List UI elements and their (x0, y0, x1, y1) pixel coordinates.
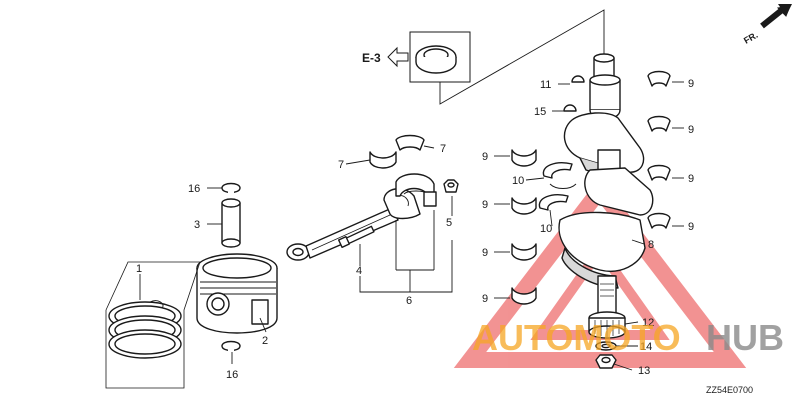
nut-13 (595, 354, 617, 369)
label-part-9-l1: 9 (482, 151, 488, 163)
rod-bearing-shell-7-upper (395, 134, 425, 151)
piston (196, 253, 278, 334)
rod-nut (443, 179, 459, 193)
thrust-washer-10-upper (542, 162, 577, 189)
label-part-10-upper: 10 (512, 175, 524, 187)
piston-pin (221, 198, 241, 248)
watermark-brand-primary: AUTOMOTO (472, 317, 681, 358)
bearing-shell-9-left-4 (511, 287, 537, 305)
label-part-9-l4: 9 (482, 293, 488, 305)
label-part-7-right: 7 (440, 143, 446, 155)
label-part-9-r1: 9 (688, 78, 694, 90)
front-label: FR. (742, 30, 760, 46)
label-part-9-l2: 9 (482, 199, 488, 211)
thrust-washer-10-lower (538, 194, 569, 211)
label-part-14: 14 (640, 341, 652, 353)
label-part-4: 4 (356, 265, 362, 277)
label-part-12: 12 (642, 317, 654, 329)
bearing-shell-9-right-1 (647, 70, 671, 87)
washer-14 (595, 341, 617, 351)
circlip-16-upper (221, 182, 241, 195)
drawing-code: ZZ54E0700 (706, 385, 753, 395)
label-part-3: 3 (194, 219, 200, 231)
label-part-9-r3: 9 (688, 173, 694, 185)
front-arrow-icon (760, 4, 792, 29)
label-part-8: 8 (648, 239, 654, 251)
label-part-10-lower: 10 (540, 223, 552, 235)
bearing-shell-9-right-4 (647, 212, 671, 229)
bearing-shell-9-left-3 (511, 243, 537, 261)
label-part-6: 6 (406, 295, 412, 307)
rod-bearing-shell-7-lower (369, 151, 397, 169)
label-part-9-l3: 9 (482, 247, 488, 259)
label-part-7-left: 7 (338, 159, 344, 171)
label-part-9-r2: 9 (688, 124, 694, 136)
connecting-rod (286, 188, 421, 261)
label-part-13: 13 (638, 365, 650, 377)
woodruff-key-15 (563, 104, 577, 112)
circlip-16-lower (221, 340, 241, 353)
woodruff-key-11 (571, 75, 585, 83)
bearing-shell-9-left-1 (511, 149, 537, 167)
oil-seal-box (409, 31, 471, 83)
label-part-1: 1 (136, 263, 142, 275)
label-part-9-r4: 9 (688, 221, 694, 233)
reference-arrow-icon (387, 46, 409, 68)
bearing-shell-9-right-3 (647, 164, 671, 181)
label-part-5: 5 (446, 217, 452, 229)
oil-seal-leader (439, 9, 605, 105)
reference-label: E-3 (362, 51, 381, 65)
label-part-16-lower: 16 (226, 369, 238, 381)
bearing-shell-9-right-2 (647, 115, 671, 132)
label-part-15: 15 (534, 106, 546, 118)
piston-ring-set (105, 261, 201, 389)
timing-gear (588, 311, 626, 339)
bearing-shell-9-left-2 (511, 197, 537, 215)
leader-lines (139, 81, 684, 371)
watermark-brand-secondary: HUB (706, 317, 784, 358)
label-part-16-upper: 16 (188, 183, 200, 195)
crankshaft (558, 53, 654, 317)
label-part-2: 2 (262, 335, 268, 347)
connecting-rod-cap (395, 173, 437, 207)
rod-bolt (337, 225, 375, 249)
label-part-11: 11 (540, 79, 551, 91)
